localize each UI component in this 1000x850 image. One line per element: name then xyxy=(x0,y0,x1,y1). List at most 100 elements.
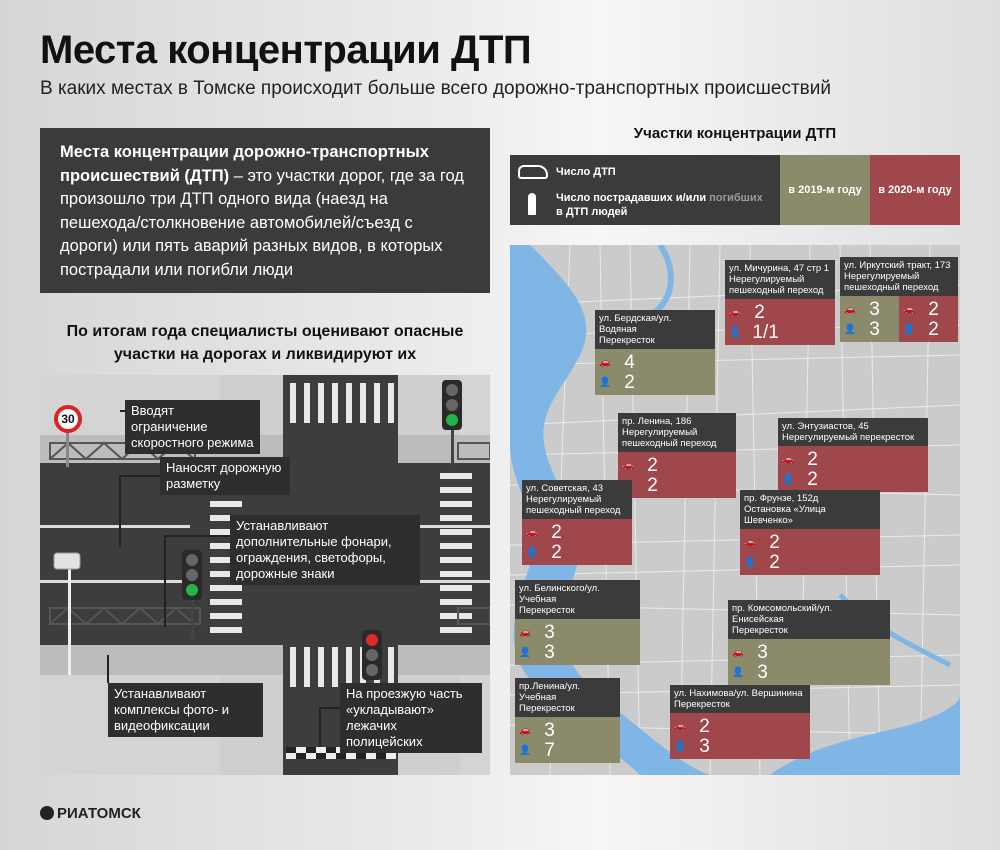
location-type: Перекресток xyxy=(732,625,788,636)
definition-text: – это участки дорог, где за год произошл… xyxy=(60,166,464,279)
car-icon: 🚗 xyxy=(744,536,756,548)
car-icon: 🚗 xyxy=(519,626,531,638)
car-icon: 🚗 xyxy=(599,356,611,368)
page-subtitle: В каких местах в Томске происходит больш… xyxy=(40,78,831,99)
legend-2020: в 2020-м году xyxy=(870,155,960,225)
person-icon: 👤 xyxy=(599,376,611,388)
measures-heading: По итогам года специалисты оценивают опа… xyxy=(66,323,464,363)
car-icon: 🚗 xyxy=(729,306,741,318)
location-name: пр. Ленина, 186 xyxy=(622,416,692,427)
dtp-count: 2 xyxy=(928,298,939,320)
location-name: пр. Комсомольский/ул. Енисейская xyxy=(732,603,833,625)
dtp-count: 3 xyxy=(544,719,555,741)
location-type: Остановка «Улица Шевченко» xyxy=(744,504,826,526)
legend-2019: в 2019-м году xyxy=(780,155,870,225)
car-icon: 🚗 xyxy=(622,459,634,471)
leader-line xyxy=(120,410,126,412)
legend: Число ДТП Число пострадавших и/или погиб… xyxy=(510,155,960,225)
location-type: Перекресток xyxy=(599,335,655,346)
person-icon: 👤 xyxy=(519,646,531,658)
person-icon: 👤 xyxy=(519,744,531,756)
victim-count: 3 xyxy=(699,735,710,757)
victim-count: 2 xyxy=(551,541,562,563)
measure-road-marking: Наносят дорожную разметку xyxy=(160,457,290,495)
location-name: пр.Ленина/ул. Учебная xyxy=(519,681,581,703)
car-icon: 🚗 xyxy=(782,453,794,465)
location-name: ул. Нахимова/ул. Вершинина xyxy=(674,688,803,699)
dtp-count: 2 xyxy=(699,715,710,737)
dtp-count: 2 xyxy=(647,454,658,476)
legend-victims-end: в ДТП людей xyxy=(556,206,628,218)
location-type: Нерегулируемый пешеходный переход xyxy=(844,271,939,293)
dtp-count: 4 xyxy=(624,351,635,373)
dtp-count: 2 xyxy=(807,448,818,470)
page-title: Места концентрации ДТП xyxy=(40,28,532,72)
person-icon: 👤 xyxy=(782,473,794,485)
victim-count: 1/1 xyxy=(752,321,779,343)
location-name: ул. Белинского/ул. Учебная xyxy=(519,583,600,605)
car-icon: 🚗 xyxy=(674,720,686,732)
speed-limit-value: 30 xyxy=(61,412,75,426)
dtp-count: 2 xyxy=(769,531,780,553)
leader-line xyxy=(164,535,230,537)
location-type: Нерегулируемый перекресток xyxy=(782,432,915,443)
definition-term: Места концентрации дорожно-транспортных … xyxy=(60,143,429,185)
location-type: Перекресток xyxy=(519,605,575,616)
legend-victims: Число пострадавших и/или xyxy=(556,192,707,204)
measure-cameras: Устанавливают комплексы фото- и видеофик… xyxy=(108,683,263,737)
person-icon: 👤 xyxy=(732,666,744,678)
car-icon: 🚗 xyxy=(526,526,538,538)
location-type: Перекресток xyxy=(674,699,730,710)
legend-deaths: погибших xyxy=(709,192,763,204)
logo-icon xyxy=(40,806,54,820)
logo-text: РИАТОМСК xyxy=(57,805,141,822)
dtp-count: 3 xyxy=(757,641,768,663)
victim-count: 2 xyxy=(769,551,780,573)
location-type: Нерегулируемый пешеходный переход xyxy=(729,274,824,296)
victim-count: 2 xyxy=(807,468,818,490)
legend-2019-label: в 2019-м году xyxy=(788,184,862,196)
location-name: ул. Советская, 43 xyxy=(526,483,604,494)
measure-speed-limit: Вводят ограничение скоростного режима xyxy=(125,400,260,454)
dtp-count: 3 xyxy=(544,621,555,643)
person-icon: 👤 xyxy=(526,546,538,558)
car-icon: 🚗 xyxy=(519,724,531,736)
person-icon: 👤 xyxy=(744,556,756,568)
victim-count: 7 xyxy=(544,739,555,761)
speed-limit-sign: 30 xyxy=(54,405,82,433)
victim-count: 2 xyxy=(624,371,635,393)
person-icon: 👤 xyxy=(844,323,856,335)
person-icon: 👤 xyxy=(729,326,741,338)
location-name: ул. Мичурина, 47 стр 1 xyxy=(729,263,830,274)
location-name: ул. Энтузиастов, 45 xyxy=(782,421,869,432)
location-type: Нерегулируемый пешеходный переход xyxy=(526,494,621,516)
legend-title: Участки концентрации ДТП xyxy=(633,125,837,142)
leader-line xyxy=(164,535,166,627)
location-name: ул. Иркутский тракт, 173 xyxy=(844,260,951,271)
car-icon: 🚗 xyxy=(844,303,856,315)
leader-line xyxy=(120,475,160,477)
brand-logo: РИАТОМСК xyxy=(40,805,141,822)
measure-extra-equipment: Устанавливают дополнительные фонари, огр… xyxy=(230,515,420,585)
leader-line xyxy=(107,655,109,683)
location-name: пр. Фрунзе, 152д xyxy=(744,493,819,504)
car-icon xyxy=(518,165,548,179)
definition-box: Места концентрации дорожно-транспортных … xyxy=(40,128,490,293)
victim-count: 3 xyxy=(757,661,768,683)
location-name: ул. Бердская/ул. Водяная xyxy=(599,313,672,335)
victim-count: 2 xyxy=(928,318,939,340)
victim-count: 3 xyxy=(544,641,555,663)
legend-key: Число ДТП Число пострадавших и/или погиб… xyxy=(510,155,780,225)
leader-line xyxy=(319,707,321,747)
dtp-count: 2 xyxy=(551,521,562,543)
